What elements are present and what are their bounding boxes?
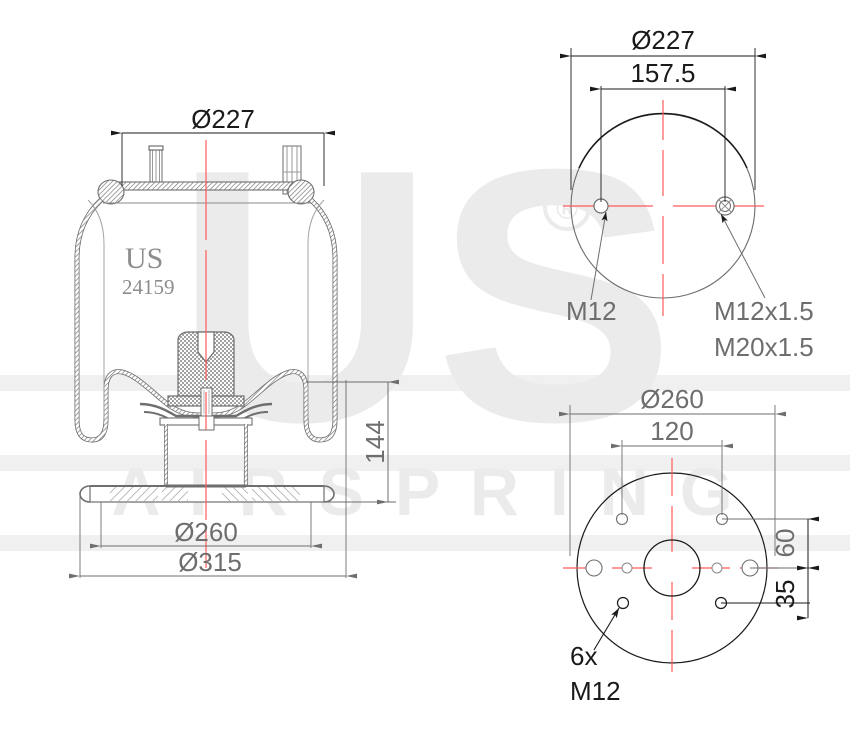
dim-offset-35: 35 (770, 565, 819, 621)
bellows-wall (74, 198, 338, 443)
dim-label-227-plate: Ø227 (631, 25, 695, 55)
piston-hole-lower-left (616, 596, 630, 610)
piston-hole-upper-left (615, 512, 629, 526)
leader-m12-left (590, 211, 608, 301)
callout-hole-count: 6x (570, 641, 597, 671)
piston-plate-view: Ø260 120 60 35 6x M12 (559, 384, 819, 706)
section-view: US 24159 Ø227 144 Ø260 (69, 104, 399, 579)
top-plate-centerlines (563, 100, 764, 316)
dim-top-plate-dia: Ø227 (111, 104, 335, 186)
dim-bolt-span: 120 (611, 416, 733, 515)
dim-plate-dia: Ø227 (560, 25, 766, 190)
dim-bellows-dia: Ø315 (69, 380, 357, 579)
piston-center-bore (643, 539, 701, 597)
dim-label-144: 144 (360, 420, 390, 463)
dim-label-60: 60 (770, 529, 800, 558)
leader-6x-m12 (593, 607, 620, 651)
piston-skirt (164, 424, 248, 488)
watermark-band-mid (0, 455, 850, 471)
callout-hole-thread: M12 (570, 676, 621, 706)
callout-m20x15: M20x1.5 (714, 332, 814, 362)
dim-label-120: 120 (650, 416, 693, 446)
dim-label-157-5: 157.5 (630, 58, 695, 88)
dim-label-35: 35 (770, 580, 800, 609)
leader-m12-right (720, 213, 766, 299)
piston-hole-outer-left (585, 559, 603, 577)
dim-piston-height: 144 (306, 379, 399, 505)
dim-stud-spacing: 157.5 (590, 58, 736, 202)
piston-plate-centerlines (563, 458, 778, 672)
dim-label-260-section: Ø260 (174, 517, 238, 547)
part-number-label: 24159 (122, 275, 175, 299)
dim-base-dia: Ø260 (559, 384, 786, 556)
dim-offset-60: 60 (770, 516, 819, 571)
dim-label-315: Ø315 (178, 547, 242, 577)
callout-m12x15: M12x1.5 (714, 296, 814, 326)
callout-m12-left: M12 (566, 296, 617, 326)
top-plate-view: Ø227 157.5 M12 M12x1.5 M20x1.5 (560, 25, 814, 362)
dim-label-227-section: Ø227 (191, 104, 255, 134)
watermark-registered-icon: ® (543, 183, 591, 231)
piston-hole-inner-left (621, 562, 633, 574)
part-brand-label: US (125, 242, 163, 275)
piston-hole-inner-right (711, 562, 723, 574)
dim-piston-dia: Ø260 (90, 502, 322, 549)
dim-label-260-base: Ø260 (640, 384, 704, 414)
watermark-registered-glyph: ® (556, 193, 578, 226)
base-flange (79, 484, 335, 503)
